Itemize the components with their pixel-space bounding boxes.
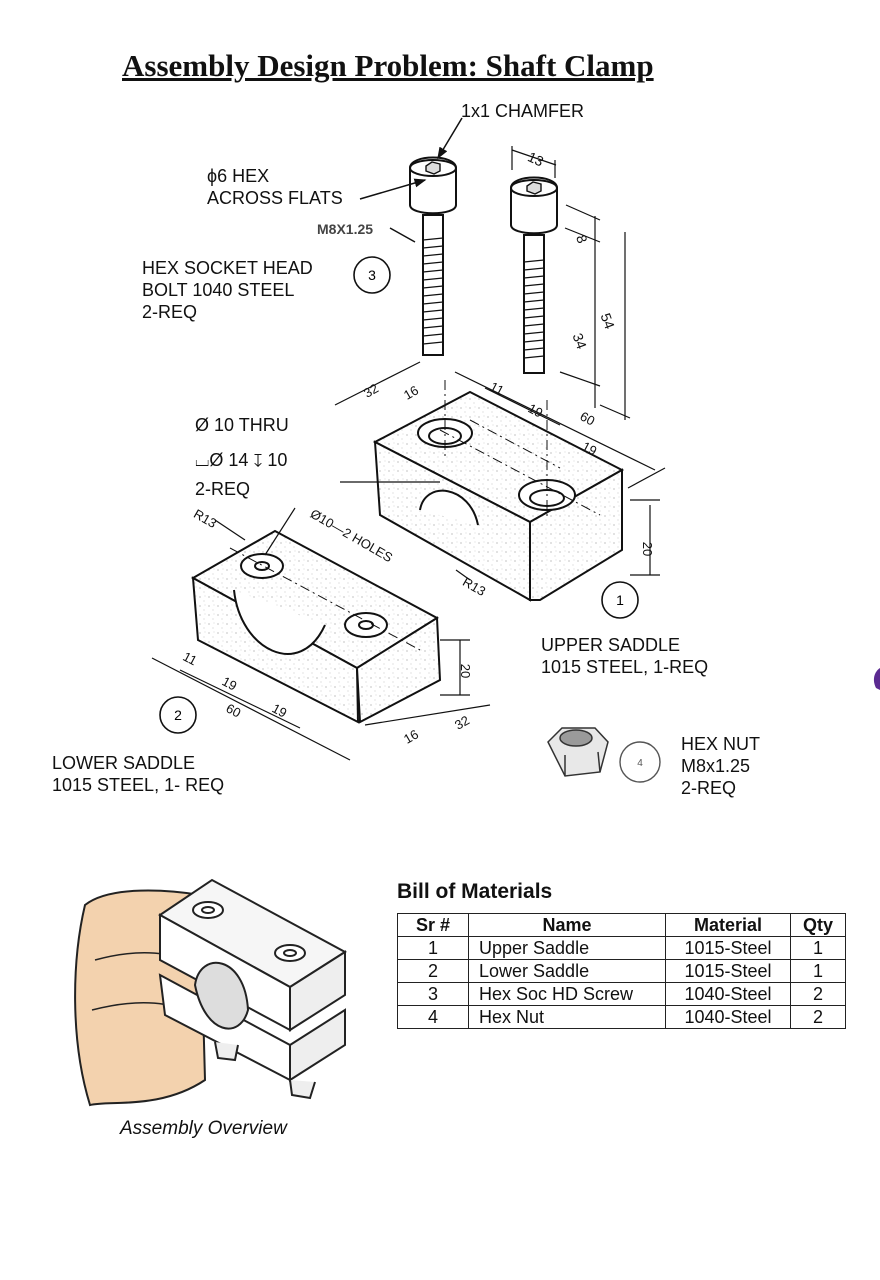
- bom-header-material: Material: [665, 913, 791, 937]
- dim-upper-20: 20: [640, 541, 656, 557]
- svg-text:3: 3: [368, 267, 376, 283]
- hole-thru-callout: Ø 10 THRU: [195, 415, 289, 435]
- hex-across-flats-callout: ϕ6 HEX ACROSS FLATS: [207, 166, 343, 208]
- bom-cell-material: 1015-Steel: [665, 959, 791, 983]
- bom-cell-material: 1040-Steel: [665, 1005, 791, 1029]
- bom-cell-sr: 1: [397, 936, 469, 960]
- hole-qty-callout: 2-REQ: [195, 479, 251, 499]
- counterbore-callout: ⌴Ø 14 ↧ 10: [195, 450, 288, 470]
- upper-saddle-label: UPPER SADDLE 1015 STEEL, 1-REQ: [541, 635, 709, 677]
- socket-head-bolt-left: [409, 156, 457, 356]
- bom-header-row: Sr # Name Material Qty: [397, 913, 846, 937]
- thread-callout: M8X1.25: [317, 221, 374, 237]
- bom-cell-name: Hex Soc HD Screw: [468, 982, 666, 1006]
- balloon-2: 2: [159, 696, 197, 734]
- bom-cell-sr: 3: [397, 982, 469, 1006]
- bolt-leaders: [359, 117, 463, 243]
- bom-cell-name: Upper Saddle: [468, 936, 666, 960]
- assembly-overview-caption: Assembly Overview: [120, 1118, 287, 1139]
- hex-nut-label: HEX NUT M8x1.25 2-REQ: [681, 734, 761, 798]
- page-title: Assembly Design Problem: Shaft Clamp: [122, 48, 654, 83]
- table-row: 2 Lower Saddle 1015-Steel 1: [397, 959, 846, 983]
- bom-cell-name: Lower Saddle: [468, 959, 666, 983]
- table-row: 4 Hex Nut 1040-Steel 2: [397, 1005, 846, 1029]
- bom-cell-qty: 1: [790, 959, 846, 983]
- balloon-4: 4: [619, 741, 661, 783]
- chamfer-callout: 1x1 CHAMFER: [461, 101, 585, 121]
- bom-title: Bill of Materials: [397, 880, 553, 903]
- svg-text:2: 2: [174, 707, 182, 723]
- bom-header-name: Name: [468, 913, 666, 937]
- lower-saddle-dimension-lines: [151, 507, 491, 761]
- bom-cell-sr: 4: [397, 1005, 469, 1029]
- bom-cell-qty: 2: [790, 982, 846, 1006]
- bolt-dimension-lines: [511, 146, 631, 420]
- balloon-1: 1: [601, 581, 639, 619]
- bom-cell-material: 1040-Steel: [665, 982, 791, 1006]
- bom-cell-sr: 2: [397, 959, 469, 983]
- hex-nut-drawing: [547, 727, 609, 777]
- bom-header-qty: Qty: [790, 913, 846, 937]
- svg-text:4: 4: [637, 758, 643, 769]
- upper-saddle-dimension-lines: [334, 361, 666, 581]
- bolt-part-label: HEX SOCKET HEAD BOLT 1040 STEEL 2-REQ: [142, 258, 313, 322]
- bom-cell-qty: 2: [790, 1005, 846, 1029]
- table-row: 3 Hex Soc HD Screw 1040-Steel 2: [397, 982, 846, 1006]
- lower-saddle-label: LOWER SADDLE 1015 STEEL, 1- REQ: [52, 753, 225, 795]
- table-row: 1 Upper Saddle 1015-Steel 1: [397, 936, 846, 960]
- bom-cell-material: 1015-Steel: [665, 936, 791, 960]
- socket-head-bolt-right: [510, 176, 558, 374]
- bom-table: Sr # Name Material Qty 1 Upper Saddle 10…: [397, 913, 846, 1029]
- balloon-3: 3: [353, 256, 391, 294]
- lower-saddle: [190, 529, 442, 724]
- bom-cell-name: Hex Nut: [468, 1005, 666, 1029]
- purple-accent-mark: [873, 668, 880, 690]
- bom-header-sr: Sr #: [397, 913, 469, 937]
- dim-lower-20: 20: [458, 663, 474, 679]
- bom-cell-qty: 1: [790, 936, 846, 960]
- svg-text:1: 1: [616, 592, 624, 608]
- assembly-overview-illustration: [74, 878, 347, 1107]
